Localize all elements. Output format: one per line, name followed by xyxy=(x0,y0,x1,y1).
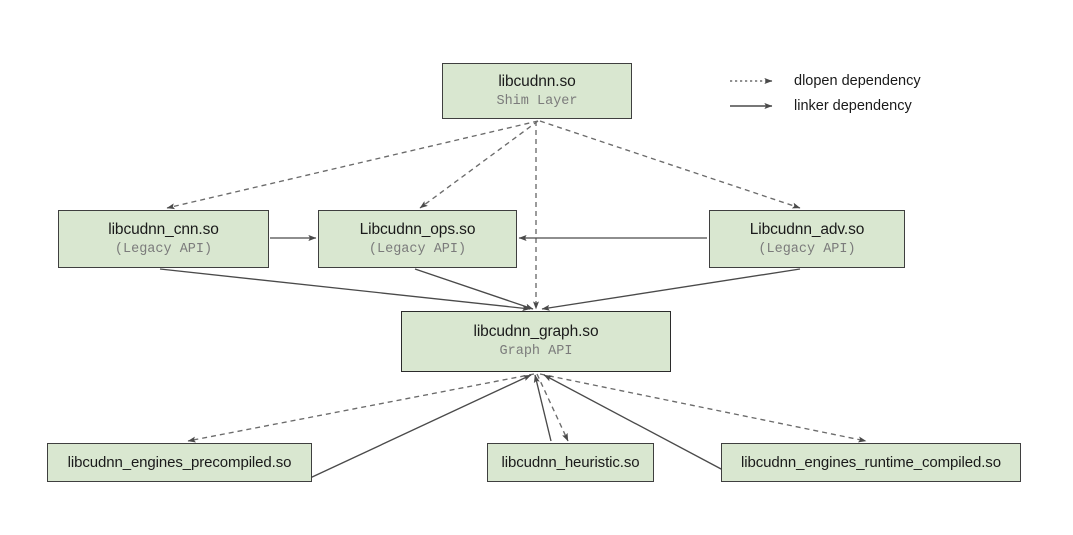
node-title: libcudnn_heuristic.so xyxy=(501,453,640,471)
solid-arrow-icon xyxy=(730,102,773,109)
node-title: libcudnn.so xyxy=(498,72,576,90)
edge-graph-to-precompiled xyxy=(187,373,535,443)
node-subtitle: Shim Layer xyxy=(496,93,578,109)
dotted-arrow-icon xyxy=(730,77,773,84)
node-libcudnn-so[interactable]: libcudnn.so Shim Layer xyxy=(442,63,632,119)
edge-runtime-to-graph xyxy=(543,374,724,471)
node-title: libcudnn_engines_precompiled.so xyxy=(67,453,292,471)
node-title: Libcudnn_adv.so xyxy=(749,220,865,238)
edge-graph-to-heuristic xyxy=(536,373,569,442)
edge-precompiled-to-graph xyxy=(309,374,532,479)
edge-shim-to-cnn xyxy=(166,120,539,210)
node-libcudnn-heuristic-so[interactable]: libcudnn_heuristic.so xyxy=(487,443,654,482)
node-subtitle: (Legacy API) xyxy=(368,241,467,257)
edge-adv-to-graph xyxy=(541,268,801,311)
node-subtitle: (Legacy API) xyxy=(758,241,856,257)
node-libcudnn-ops-so[interactable]: Libcudnn_ops.so (Legacy API) xyxy=(318,210,517,268)
node-title: libcudnn_cnn.so xyxy=(108,220,219,238)
edge-heuristic-to-graph xyxy=(533,374,552,442)
edge-cnn-to-graph xyxy=(159,268,531,312)
node-title: libcudnn_graph.so xyxy=(473,323,599,341)
node-subtitle: (Legacy API) xyxy=(114,241,213,257)
legend-item-dlopen: dlopen dependency xyxy=(730,68,921,93)
legend-item-linker: linker dependency xyxy=(730,93,921,118)
edge-shim-to-adv xyxy=(539,120,801,209)
edge-shim-to-ops xyxy=(419,120,539,209)
node-subtitle: Graph API xyxy=(499,344,573,360)
node-title: libcudnn_engines_runtime_compiled.so xyxy=(741,453,1001,471)
legend-label-dlopen: dlopen dependency xyxy=(794,72,921,89)
node-libcudnn-graph-so[interactable]: libcudnn_graph.so Graph API xyxy=(401,311,671,372)
edge-graph-to-runtime xyxy=(539,373,867,443)
node-libcudnn-adv-so[interactable]: Libcudnn_adv.so (Legacy API) xyxy=(709,210,905,268)
legend: dlopen dependency linker dependency xyxy=(730,68,921,118)
node-title: Libcudnn_ops.so xyxy=(359,220,476,238)
node-libcudnn-engines-runtime-compiled-so[interactable]: libcudnn_engines_runtime_compiled.so xyxy=(721,443,1021,482)
node-libcudnn-engines-precompiled-so[interactable]: libcudnn_engines_precompiled.so xyxy=(47,443,312,482)
edge-ops-to-graph xyxy=(414,268,534,310)
node-libcudnn-cnn-so[interactable]: libcudnn_cnn.so (Legacy API) xyxy=(58,210,269,268)
legend-label-linker: linker dependency xyxy=(794,97,912,114)
